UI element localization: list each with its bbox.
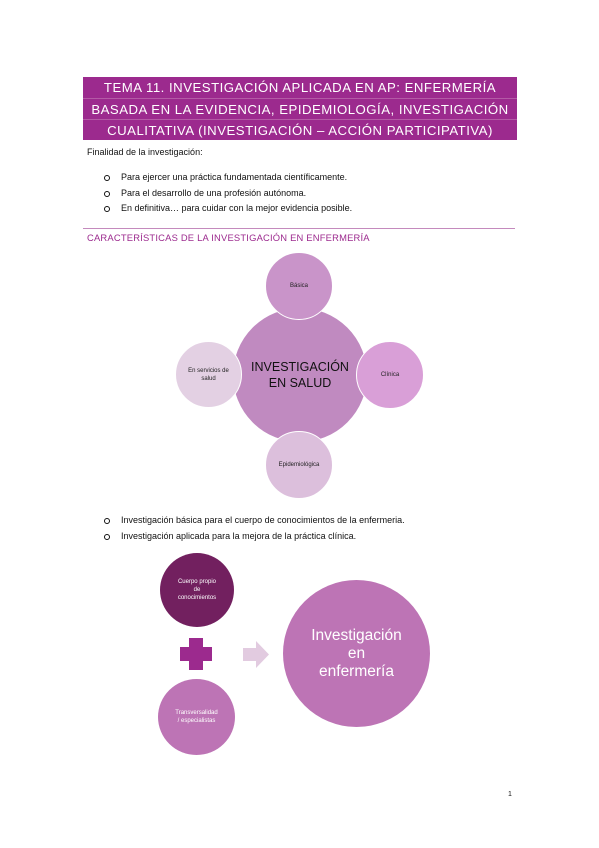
list-item: En definitiva… para cuidar con la mejor … [104,201,352,217]
center-label-line-1: INVESTIGACIÓN [251,360,349,374]
page-number: 1 [508,791,512,798]
center-label-line-2: EN SALUD [268,376,332,390]
knowledge-label-line-2: de [193,587,201,593]
bullet-icon [104,533,110,540]
basic-label: Básica [289,283,308,289]
bullet-icon [104,518,110,524]
transversality-label-line-1: Transversalidad [175,710,218,716]
list-item: Para el desarrollo de una profesión autó… [104,186,352,202]
arrow-right-icon [243,641,269,668]
plus-icon-vertical [189,638,203,670]
research-types-list: Investigación básica para el cuerpo de c… [104,513,405,544]
list-item-text: Investigación básica para el cuerpo de c… [121,515,405,525]
list-item: Investigación básica para el cuerpo de c… [104,513,405,529]
transversality-circle: Transversalidad / especialistas [158,679,235,755]
bullet-icon [104,190,110,197]
basic-circle: Básica [265,252,333,320]
nursing-research-label-line-2: en [347,644,366,662]
list-item-text: En definitiva… para cuidar con la mejor … [121,203,353,213]
health-services-label-line-2: salud [201,375,216,382]
list-item: Investigación aplicada para la mejora de… [104,529,405,545]
nursing-research-circle: Investigación en enfermería [283,580,430,727]
health-services-label-line-1: En servicios de [188,367,229,374]
section-divider [83,228,515,229]
knowledge-label-line-3: conocimientos [177,595,217,601]
title-line-3: CUALITATIVA (INVESTIGACIÓN – ACCIÓN PART… [83,119,517,141]
knowledge-label-line-1: Cuerpo propio [177,579,216,585]
list-item: Para ejercer una práctica fundamentada c… [104,170,352,186]
list-item-text: Investigación aplicada para la mejora de… [121,530,357,541]
title-line-2: BASADA EN LA EVIDENCIA, EPIDEMIOLOGÍA, I… [83,98,517,120]
bullet-icon [104,175,110,181]
nursing-research-label-line-1: Investigación [311,626,402,644]
health-services-circle: En servicios de salud [175,341,242,408]
purpose-list: Para ejercer una práctica fundamentada c… [104,170,352,217]
center-circle: INVESTIGACIÓN EN SALUD [232,307,368,443]
clinical-circle: Clínica [356,341,424,409]
list-item-text: Para el desarrollo de una profesión autó… [121,187,307,198]
transversality-label-line-2: / especialistas [177,718,216,724]
intro-text: Finalidad de la investigación: [87,147,203,157]
nursing-research-label-line-3: enfermería [319,662,394,680]
epidemiological-circle: Epidemiológica [265,431,333,499]
section-heading: CARACTERÍSTICAS DE LA INVESTIGACIÓN EN E… [87,232,370,243]
title-banner: TEMA 11. INVESTIGACIÓN APLICADA EN AP: E… [83,77,517,140]
knowledge-body-circle: Cuerpo propio de conocimientos [160,553,234,627]
clinical-label: Clínica [380,372,400,378]
bullet-icon [104,206,110,212]
epidemiological-label: Epidemiológica [278,462,320,468]
list-item-text: Para ejercer una práctica fundamentada c… [121,172,348,182]
title-line-1: TEMA 11. INVESTIGACIÓN APLICADA EN AP: E… [103,80,497,95]
